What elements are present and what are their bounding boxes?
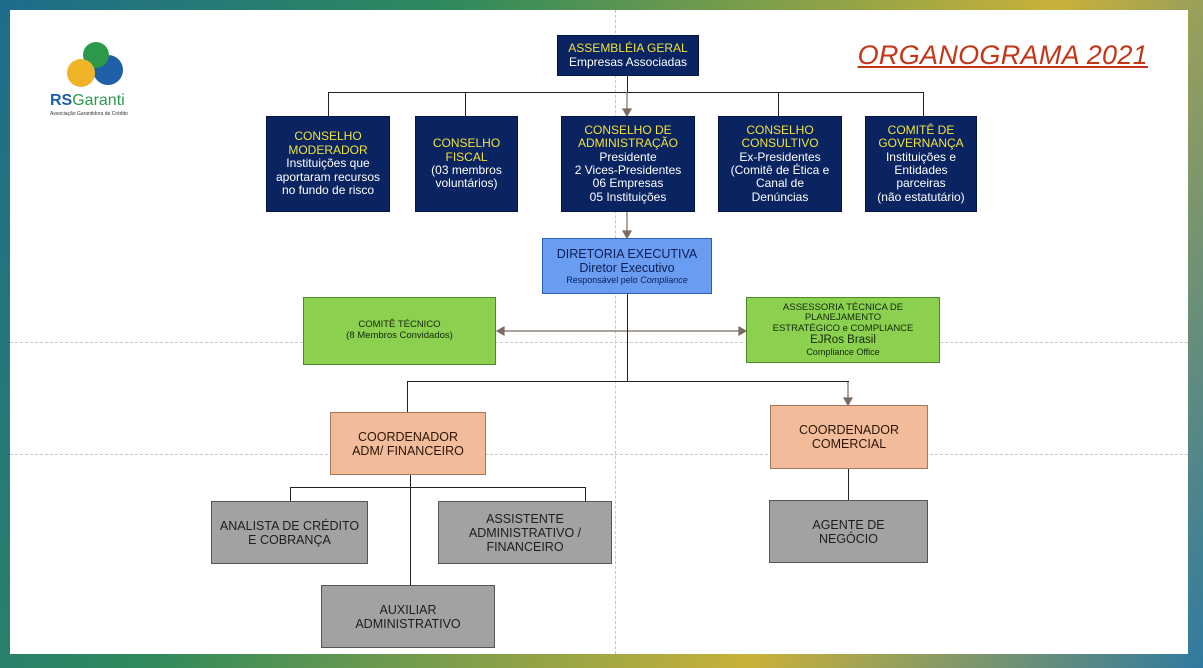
node-diretoria-executiva: DIRETORIA EXECUTIVA Diretor Executivo Re… bbox=[542, 238, 712, 294]
node-assistente-administrativo: ASSISTENTE ADMINISTRATIVO / FINANCEIRO bbox=[438, 501, 612, 564]
connector bbox=[627, 294, 628, 382]
node-coordenador-adm-financeiro: COORDENADOR ADM/ FINANCEIRO bbox=[330, 412, 486, 475]
node-text: 2 Vices-Presidentes bbox=[574, 163, 682, 177]
node-title: CONSULTIVO bbox=[741, 136, 819, 151]
node-text: 06 Empresas bbox=[592, 176, 664, 191]
node-text: 05 Instituições bbox=[589, 189, 667, 204]
node-text: (Comitê de Ética e bbox=[730, 163, 830, 177]
logo-name: RSGaranti bbox=[50, 92, 125, 109]
connector bbox=[328, 92, 924, 93]
node-comite-governanca: COMITÊ DE GOVERNANÇA Instituições e Enti… bbox=[865, 116, 977, 212]
node-text: (03 membros bbox=[431, 163, 502, 177]
connector bbox=[290, 487, 291, 501]
node-title: COMITÊ TÉCNICO bbox=[358, 319, 441, 331]
node-title: CONSELHO bbox=[746, 122, 814, 137]
node-title: MODERADOR bbox=[288, 142, 368, 157]
node-text: Presidente bbox=[599, 149, 657, 164]
node-conselho-moderador: CONSELHO MODERADOR Instituições que apor… bbox=[266, 116, 390, 212]
node-title: GOVERNANÇA bbox=[878, 136, 964, 151]
node-text: no fundo de risco bbox=[281, 183, 375, 198]
node-title: E COBRANÇA bbox=[248, 532, 331, 547]
logo-tagline: Associação Garantidora de Crédito bbox=[50, 111, 128, 117]
node-title: ADM/ FINANCEIRO bbox=[352, 443, 464, 458]
node-coordenador-comercial: COORDENADOR COMERCIAL bbox=[770, 405, 928, 469]
node-analista-credito: ANALISTA DE CRÉDITO E COBRANÇA bbox=[211, 501, 368, 564]
node-conselho-consultivo: CONSELHO CONSULTIVO Ex-Presidentes (Comi… bbox=[718, 116, 842, 212]
node-title: ESTRATÉGICO e COMPLIANCE bbox=[772, 322, 914, 334]
node-title: PLANEJAMENTO bbox=[804, 312, 882, 324]
node-title: AUXILIAR bbox=[379, 602, 437, 617]
connector bbox=[627, 76, 628, 92]
node-text: (8 Membros Convidados) bbox=[346, 330, 453, 341]
node-title: FINANCEIRO bbox=[486, 539, 564, 554]
connector-arrows bbox=[495, 92, 854, 407]
node-comite-tecnico: COMITÊ TÉCNICO (8 Membros Convidados) bbox=[303, 297, 496, 365]
node-title: ASSISTENTE bbox=[486, 511, 564, 526]
node-title: ADMINISTRATIVO / bbox=[468, 525, 582, 540]
node-text: Instituições que bbox=[286, 156, 370, 171]
node-note: Compliance Office bbox=[806, 347, 880, 358]
node-text: Ex-Presidentes bbox=[739, 149, 821, 164]
node-title: NEGÓCIO bbox=[818, 531, 879, 546]
connector bbox=[407, 381, 849, 382]
node-text: (não estatutário) bbox=[877, 189, 965, 204]
node-title: COMITÊ DE bbox=[887, 122, 955, 137]
node-text: parceiras bbox=[896, 176, 946, 191]
connector bbox=[407, 381, 408, 412]
node-title: COORDENADOR bbox=[357, 429, 458, 444]
node-text: Canal de bbox=[755, 176, 805, 191]
node-agente-negocio: AGENTE DE NEGÓCIO bbox=[769, 500, 928, 563]
slide: RSGaranti Associação Garantidora de Créd… bbox=[10, 10, 1188, 654]
node-auxiliar-administrativo: AUXILIAR ADMINISTRATIVO bbox=[321, 585, 495, 648]
page-title: ORGANOGRAMA 2021 bbox=[857, 40, 1148, 70]
node-text: Instituições e bbox=[885, 149, 957, 164]
node-text: aportaram recursos bbox=[275, 169, 381, 184]
node-note: Responsável pelo Compliance bbox=[566, 274, 688, 285]
connector bbox=[778, 92, 779, 116]
node-title: AGENTE DE bbox=[812, 517, 885, 532]
guide-line-horizontal bbox=[10, 454, 1188, 455]
node-assessoria-tecnica: ASSESSORIA TÉCNICA DE PLANEJAMENTO ESTRA… bbox=[746, 297, 940, 363]
node-assembleia-geral: ASSEMBLÉIA GERAL Empresas Associadas bbox=[557, 35, 699, 76]
node-title: ASSESSORIA TÉCNICA DE bbox=[782, 301, 904, 313]
connector bbox=[923, 92, 924, 116]
node-title: DIRETORIA EXECUTIVA bbox=[556, 246, 698, 261]
logo-spheres-icon bbox=[67, 42, 123, 87]
connector bbox=[410, 475, 411, 585]
node-text: voluntários) bbox=[435, 176, 498, 191]
connector bbox=[328, 92, 329, 116]
node-title: ANALISTA DE CRÉDITO bbox=[219, 518, 360, 533]
node-text: Diretor Executivo bbox=[579, 260, 675, 275]
node-title: FISCAL bbox=[445, 149, 488, 164]
node-title: ADMINISTRATIVO bbox=[355, 616, 461, 631]
node-title: ADMINISTRAÇÃO bbox=[577, 136, 678, 151]
node-conselho-administracao: CONSELHO DE ADMINISTRAÇÃO Presidente 2 V… bbox=[561, 116, 695, 212]
node-text: Entidades bbox=[894, 163, 948, 177]
node-text: Empresas Associadas bbox=[568, 54, 688, 69]
connector bbox=[585, 487, 586, 501]
connector bbox=[848, 469, 849, 500]
guide-line-horizontal bbox=[10, 342, 1188, 343]
node-title: CONSELHO bbox=[294, 129, 362, 144]
guide-line-vertical bbox=[615, 10, 616, 654]
node-conselho-fiscal: CONSELHO FISCAL (03 membros voluntários) bbox=[415, 116, 518, 212]
connector bbox=[290, 487, 586, 488]
node-title: COORDENADOR bbox=[798, 423, 899, 437]
node-title: CONSELHO DE bbox=[584, 122, 672, 137]
node-text: Denúncias bbox=[751, 189, 809, 204]
node-title: ASSEMBLÉIA GERAL bbox=[568, 41, 688, 56]
connector bbox=[465, 92, 466, 116]
node-company: EJRos Brasil bbox=[810, 334, 876, 347]
node-title: COMERCIAL bbox=[811, 437, 887, 451]
node-title: CONSELHO bbox=[432, 136, 501, 151]
